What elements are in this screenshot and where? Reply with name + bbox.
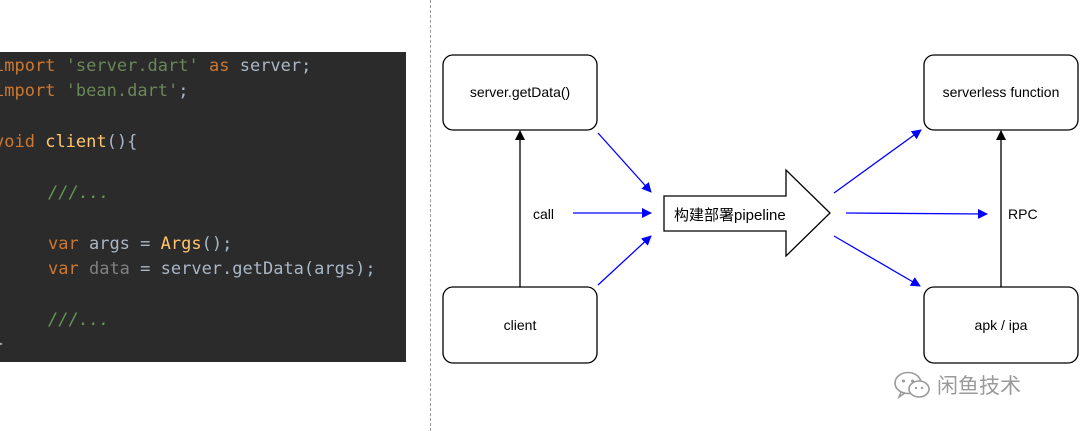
node-pipeline-arrow (663, 168, 831, 258)
code-keyword: var (48, 234, 79, 254)
divider-line (430, 0, 431, 431)
code-string: 'server.dart' (65, 56, 199, 76)
node-pipeline-label: 构建部署pipeline (674, 207, 786, 224)
code-variable: data (88, 259, 130, 279)
node-serverless-label: serverless function (942, 84, 1060, 100)
node-apk-label: apk / ipa (974, 317, 1028, 333)
code-keyword: void (0, 132, 35, 152)
edge-client-to-pipeline (597, 235, 652, 286)
code-line-1: import 'server.dart' as server; (0, 56, 311, 76)
code-comment: ///... (48, 183, 110, 203)
edge-server-to-pipeline (597, 132, 652, 193)
edge-rpc-label: RPC (1008, 206, 1038, 222)
code-line-6: var data = server.getData(args); (48, 259, 376, 279)
code-line-2: import 'bean.dart'; (0, 81, 189, 101)
code-comment: ///... (48, 310, 110, 330)
edge-pipeline-to-serverless (833, 129, 922, 194)
watermark-text: 闲鱼技术 (937, 374, 1021, 398)
code-text: (){ (106, 132, 138, 152)
code-function: client (45, 132, 107, 152)
code-text: args (88, 234, 130, 254)
watermark: 闲鱼技术 (893, 370, 1021, 400)
code-text: } (0, 334, 4, 354)
code-text: (); (201, 234, 233, 254)
code-text: = (129, 234, 161, 254)
node-client-label: client (503, 317, 537, 333)
code-class: Args (160, 234, 202, 254)
code-line-5: var args = Args(); (48, 234, 232, 254)
wechat-icon (894, 371, 930, 400)
node-server-getdata-label: server.getData() (469, 84, 571, 100)
code-keyword: import (0, 56, 56, 76)
edge-pipeline-to-rpc (845, 208, 988, 219)
code-line-3: void client(){ (0, 132, 137, 152)
code-line-8: } (0, 334, 4, 354)
code-line-4: ///... (48, 183, 109, 203)
code-keyword: var (48, 259, 79, 279)
edge-call-label: call (533, 206, 555, 222)
edge-pipeline-to-apk (833, 235, 921, 287)
code-text: ; (178, 81, 189, 101)
code-panel: import 'server.dart' as server; import '… (0, 52, 406, 362)
code-string: 'bean.dart' (65, 81, 179, 101)
code-text: = server.getData(args); (129, 259, 376, 279)
code-text: server; (239, 56, 312, 76)
code-line-7: ///... (48, 310, 109, 330)
code-keyword: import (0, 81, 56, 101)
code-keyword: as (208, 56, 230, 76)
